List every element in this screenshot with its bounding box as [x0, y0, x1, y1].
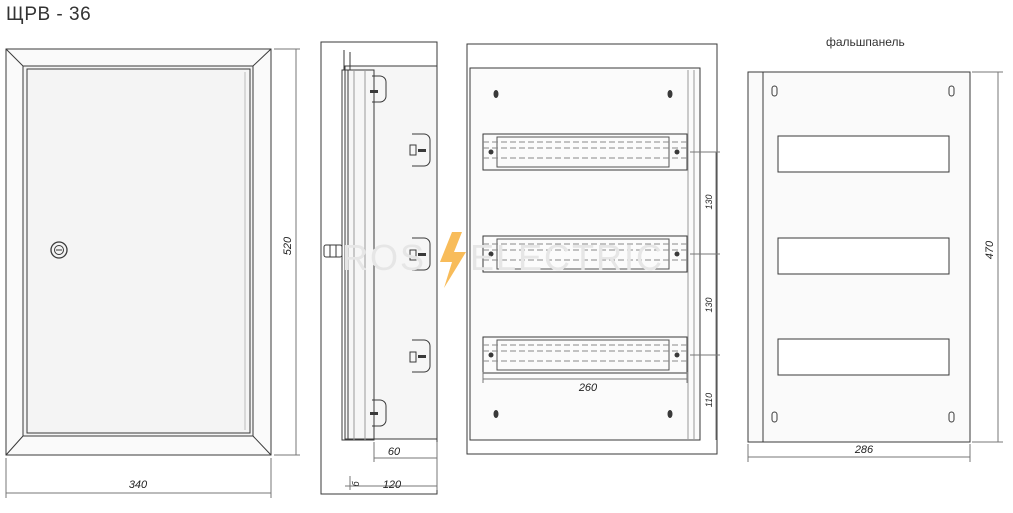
front-view [5, 48, 300, 498]
watermark-right: ELECTRIC [470, 237, 664, 278]
false-panel-view [747, 71, 1003, 462]
watermark-left: ROS [342, 237, 426, 278]
dim-panel-height: 470 [984, 240, 996, 259]
dim-rail-bottom: 110 [704, 393, 714, 407]
false-panel-label: фальшпанель [826, 35, 905, 49]
dim-front-width: 340 [129, 479, 148, 491]
dim-panel-width: 286 [854, 444, 874, 456]
dim-rail-width: 260 [578, 382, 598, 394]
page-title: ЩРВ - 36 [6, 4, 92, 25]
dim-side-total: 120 [383, 479, 402, 491]
side-lock-icon [323, 244, 343, 258]
side-view [320, 41, 438, 495]
internal-view [466, 43, 720, 455]
dim-side-inner: 60 [388, 446, 401, 458]
watermark: ROS ELECTRIC [342, 232, 664, 288]
lock-icon [50, 241, 68, 259]
bolt-icon [440, 232, 466, 288]
dim-rail-pitch-1: 130 [704, 194, 714, 209]
dim-side-gap: б [351, 481, 361, 487]
mounting-screws [488, 90, 680, 418]
din-rail-3 [482, 336, 688, 374]
dim-rail-pitch-2: 130 [704, 297, 714, 312]
din-rail-2 [482, 235, 688, 273]
din-rail-1 [482, 133, 688, 171]
dim-front-height: 520 [282, 236, 294, 255]
